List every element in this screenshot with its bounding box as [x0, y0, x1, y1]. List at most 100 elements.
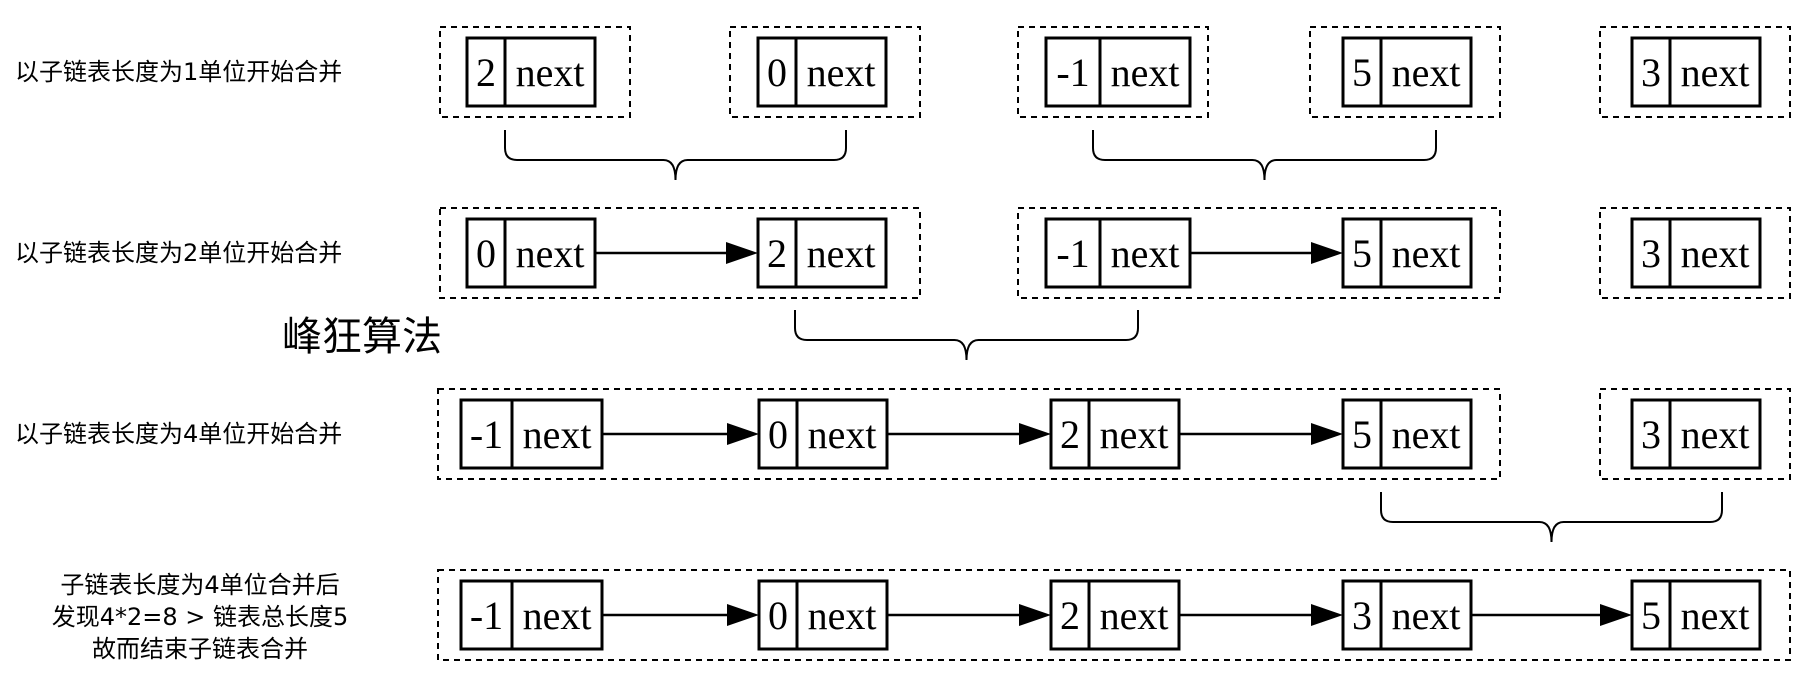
- next-cell: [510, 398, 604, 470]
- group-box-row1-3: [1017, 26, 1209, 118]
- group-box-row2-1: [439, 207, 921, 299]
- group-box-row1-4: [1309, 26, 1501, 118]
- row-label-4-line-3: 故而结束子链表合并: [92, 635, 308, 663]
- node-next-label: next: [807, 50, 876, 95]
- next-cell: [794, 36, 888, 108]
- node-next-label: next: [1392, 412, 1461, 457]
- group-box-row1-1: [439, 26, 631, 118]
- value-cell: [1044, 217, 1102, 289]
- node-value: 2: [476, 50, 496, 95]
- node-value: 2: [767, 231, 787, 276]
- node-next-label: next: [1111, 231, 1180, 276]
- arrow-head: [1600, 604, 1632, 626]
- next-cell: [503, 36, 597, 108]
- next-cell: [1087, 398, 1181, 470]
- list-node-row3-3: 2 next: [1049, 398, 1181, 470]
- merge-brace-4: [1380, 492, 1723, 543]
- next-cell: [794, 217, 888, 289]
- node-next-label: next: [1681, 231, 1750, 276]
- arrow-head: [1311, 242, 1343, 264]
- arrow-head: [727, 604, 759, 626]
- node-next-label: next: [1681, 593, 1750, 638]
- arrow-row2-1: [595, 242, 758, 264]
- merge-brace-2: [1092, 130, 1437, 181]
- node-value: 0: [768, 412, 788, 457]
- node-value: 3: [1641, 412, 1661, 457]
- arrow-head: [1019, 423, 1051, 445]
- value-cell: [756, 217, 798, 289]
- node-value: 0: [767, 50, 787, 95]
- node-value: 2: [1060, 412, 1080, 457]
- value-cell: [1049, 398, 1091, 470]
- node-value: 2: [1060, 593, 1080, 638]
- node-next-label: next: [1392, 593, 1461, 638]
- next-cell: [510, 579, 604, 651]
- arrow-row4-6: [602, 604, 759, 626]
- row-label-3-line-1: 以子链表长度为4单位开始合并: [15, 420, 342, 448]
- node-value: 5: [1641, 593, 1661, 638]
- value-cell: [1341, 217, 1383, 289]
- list-node-row2-4: 5 next: [1341, 217, 1473, 289]
- value-cell: [465, 36, 507, 108]
- list-node-row2-1: 0 next: [465, 217, 597, 289]
- next-cell: [1098, 217, 1192, 289]
- arrow-row3-3: [602, 423, 759, 445]
- node-next-label: next: [1681, 412, 1750, 457]
- node-value: 5: [1352, 231, 1372, 276]
- node-value: -1: [470, 593, 503, 638]
- arrow-row3-4: [887, 423, 1051, 445]
- node-next-label: next: [1100, 412, 1169, 457]
- node-value: 0: [768, 593, 788, 638]
- list-node-row3-2: 0 next: [757, 398, 889, 470]
- group-box-row3-1: [437, 388, 1501, 480]
- node-next-label: next: [516, 231, 585, 276]
- arrow-row2-2: [1190, 242, 1343, 264]
- next-cell: [1098, 36, 1192, 108]
- arrow-head: [1311, 423, 1343, 445]
- node-value: 3: [1641, 231, 1661, 276]
- list-node-row3-1: -1 next: [459, 398, 604, 470]
- value-cell: [1630, 36, 1672, 108]
- list-node-row2-3: -1 next: [1044, 217, 1192, 289]
- next-cell: [1379, 217, 1473, 289]
- node-value: -1: [470, 412, 503, 457]
- list-node-row2-5: 3 next: [1630, 217, 1762, 289]
- arrow-head: [726, 242, 758, 264]
- arrow-row4-8: [1179, 604, 1343, 626]
- next-cell: [503, 217, 597, 289]
- row-label-2-line-1: 以子链表长度为2单位开始合并: [15, 239, 342, 267]
- node-value: 5: [1352, 50, 1372, 95]
- list-node-row4-4: 3 next: [1341, 579, 1473, 651]
- arrow-row4-9: [1471, 604, 1632, 626]
- row-label-4-line-1: 子链表长度为4单位合并后: [60, 571, 339, 599]
- node-value: 3: [1352, 593, 1372, 638]
- group-box-row1-2: [729, 26, 921, 118]
- node-value: -1: [1056, 231, 1089, 276]
- node-next-label: next: [1681, 50, 1750, 95]
- list-node-row1-2: 0 next: [756, 36, 888, 108]
- value-cell: [757, 398, 799, 470]
- arrow-row3-5: [1179, 423, 1343, 445]
- node-value: 0: [476, 231, 496, 276]
- merge-brace-3: [794, 310, 1139, 361]
- group-box-row1-5: [1599, 26, 1791, 118]
- node-next-label: next: [808, 412, 877, 457]
- group-box-row4-1: [437, 569, 1791, 661]
- node-next-label: next: [523, 412, 592, 457]
- next-cell: [1668, 398, 1762, 470]
- group-box-row3-2: [1599, 388, 1791, 480]
- node-value: -1: [1056, 50, 1089, 95]
- watermark-text: 峰狂算法: [282, 314, 442, 360]
- node-next-label: next: [1392, 231, 1461, 276]
- node-next-label: next: [808, 593, 877, 638]
- next-cell: [1379, 398, 1473, 470]
- row-label-1-line-1: 以子链表长度为1单位开始合并: [15, 58, 342, 86]
- merge-brace-1: [504, 130, 847, 181]
